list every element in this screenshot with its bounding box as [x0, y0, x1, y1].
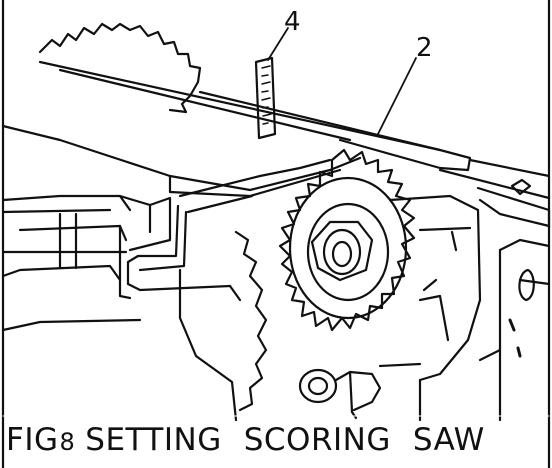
fence-leader-line	[377, 57, 417, 135]
caption-number: 8	[59, 428, 76, 456]
height-gauge-ruler	[254, 56, 277, 140]
riving-bracket	[126, 158, 332, 302]
main-saw-blade-lower	[178, 230, 268, 422]
fence-callout-label: 2	[416, 33, 433, 63]
ruler-callout-label: 4	[284, 7, 301, 37]
arbor-hole	[331, 240, 353, 268]
height-adjuster	[298, 368, 382, 420]
arbor-nut	[310, 220, 374, 282]
main-saw-blade-upper	[38, 22, 202, 114]
ruler-leader-line	[267, 27, 289, 61]
figure-caption: FIG8 SETTING SCORING SAW	[6, 418, 546, 462]
caption-word-saw: SAW	[412, 422, 485, 458]
scoring-motor-housing	[378, 194, 551, 422]
caption-word-setting: SETTING	[85, 422, 222, 458]
caption-word-scoring: SCORING	[243, 422, 391, 458]
saw-table-top	[1, 124, 551, 230]
scoring-saw-blade	[278, 148, 416, 332]
caption-prefix: FIG	[6, 422, 59, 458]
straightedge-fence	[38, 60, 472, 172]
sliding-carriage	[1, 194, 172, 332]
adjust-knob	[518, 268, 535, 302]
